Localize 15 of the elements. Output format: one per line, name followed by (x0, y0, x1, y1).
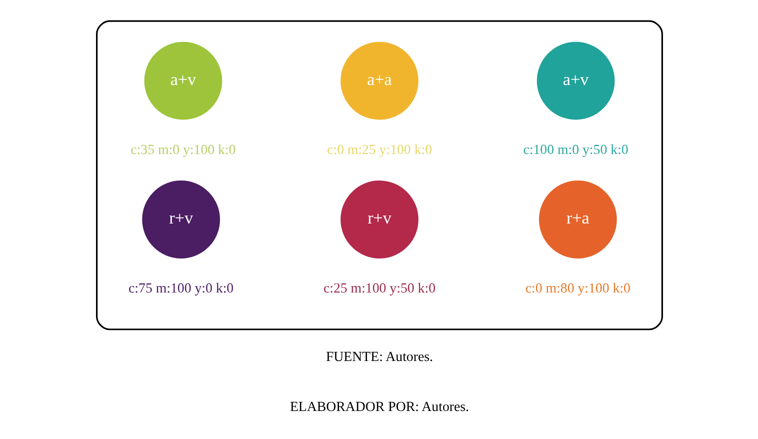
node-circle: a+v (144, 42, 222, 120)
node-label: c:0 m:80 y:100 k:0 (524, 280, 630, 296)
node-label: c:35 m:0 y:100 k:0 (130, 142, 236, 157)
node-label: c:100 m:0 y:50 k:0 (522, 142, 628, 157)
node-circle: r+v (340, 180, 418, 258)
node-circle: a+v (536, 42, 614, 120)
cluster (96, 20, 662, 330)
label: ELABORADOR POR: Autores. (289, 398, 469, 414)
node-circle: r+a (538, 180, 616, 258)
label: FUENTE: Autores. (325, 348, 433, 364)
node-label: c:0 m:25 y:100 k:0 (326, 142, 432, 157)
node-label: c:25 m:100 y:50 k:0 (322, 280, 436, 296)
node-circle: a+a (340, 42, 418, 120)
node-circle: r+v (142, 180, 220, 258)
node-label: c:75 m:100 y:0 k:0 (128, 280, 234, 296)
